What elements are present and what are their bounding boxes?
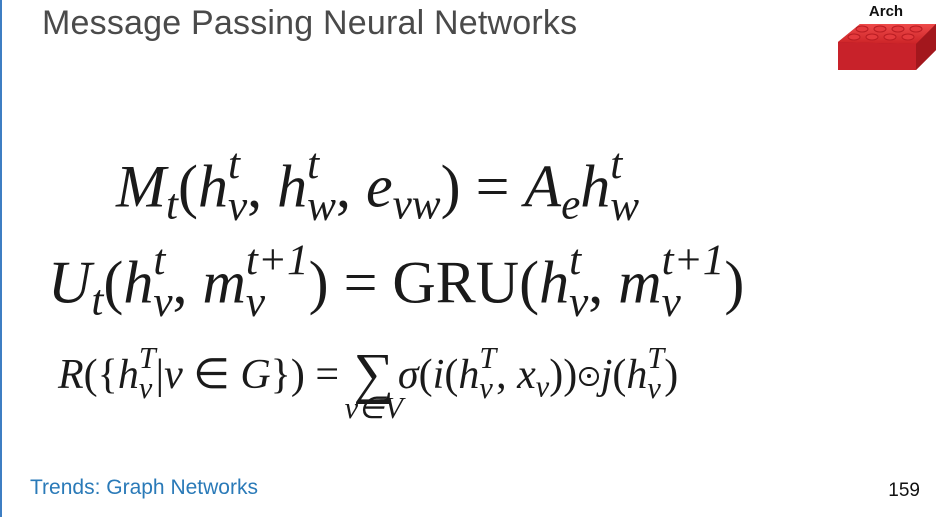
eq1-h2: h	[277, 153, 308, 220]
badge-label: Arch	[868, 3, 904, 20]
eq2-open2: (	[519, 249, 540, 316]
page-number: 159	[888, 480, 920, 501]
eq3-open: ({	[83, 351, 118, 398]
eq1-comma2: ,	[335, 153, 366, 220]
eq2-comma2: ,	[588, 249, 619, 316]
eq1-h1-sup: t	[227, 141, 240, 188]
eq3-sigma: σ	[397, 351, 419, 398]
eq1-h3-sup: t	[610, 141, 623, 188]
eq1-h3-sub: w	[610, 183, 640, 231]
eq1-e: e	[365, 153, 393, 220]
eq3-h-sub: v	[138, 370, 153, 405]
eq2-h: h	[123, 249, 154, 316]
eq2-m: m	[202, 249, 246, 316]
eq2-U: U	[48, 249, 92, 316]
eq1-t: t	[165, 181, 178, 229]
hadamard-product-icon	[579, 366, 599, 386]
eq3-open4: (	[612, 351, 627, 398]
slide-title: Message Passing Neural Networks	[42, 4, 578, 42]
eq1-close: )	[440, 153, 461, 220]
eq2-m2-sup: t+1	[661, 237, 725, 284]
eq3-h3: h	[626, 351, 648, 398]
eq3-x: x	[517, 351, 536, 398]
eq3-h-sup: T	[138, 341, 156, 375]
eq2-m-sup: t+1	[245, 237, 309, 284]
eq2-m-sub: v	[245, 279, 266, 327]
eq3-sum-symbol: ∑	[353, 342, 394, 406]
eq1-comma1: ,	[247, 153, 278, 220]
eq3-open3: (	[444, 351, 459, 398]
eq3-h3-sup: T	[647, 341, 665, 375]
lego-brick-icon	[838, 24, 936, 70]
eq3-G: G	[240, 351, 271, 398]
arch-badge: Arch	[834, 0, 938, 78]
eq2-open: (	[103, 249, 124, 316]
eq2-m2-sub: v	[661, 279, 681, 327]
eq3-comma: ,	[496, 351, 518, 398]
eq1-A: A	[524, 153, 562, 220]
eq2-h-sup: t	[153, 237, 166, 284]
eq1-A-sub: e	[561, 181, 581, 229]
eq2-h-sub: v	[153, 279, 173, 327]
footer-section-link[interactable]: Trends: Graph Networks	[30, 476, 258, 499]
eq2-close: )	[308, 249, 329, 316]
eq2-h2-sub: v	[569, 279, 589, 327]
eq3-i: i	[432, 351, 445, 398]
eq1-e-sub: vw	[392, 181, 441, 229]
eq3-close4: )	[664, 351, 679, 398]
eq3-in: ∈	[182, 351, 241, 398]
eq3-h2-sup: T	[479, 341, 497, 375]
eq1-h2-sub: w	[307, 183, 336, 231]
eq1-h2-sup: t	[307, 141, 320, 188]
eq2-m2: m	[618, 249, 662, 316]
eq3-h: h	[117, 351, 139, 398]
eq3-sum-subscript: v∈V	[344, 391, 403, 425]
eq3-j: j	[600, 351, 613, 398]
eq1-h1-sub: v	[227, 183, 248, 231]
eq3-equals: =	[304, 351, 350, 398]
eq3-close3: ))	[549, 351, 578, 398]
eq2-h2: h	[539, 249, 570, 316]
eq2-t: t	[91, 277, 104, 325]
eq3-bar: |	[155, 351, 165, 398]
eq3-close: })	[270, 351, 305, 398]
eq1-open: (	[177, 153, 198, 220]
eq3-h2-sub: v	[479, 370, 493, 405]
eq2-comma1: ,	[172, 249, 203, 316]
eq2-gru: GRU	[392, 249, 520, 316]
eq3-open2: (	[418, 351, 433, 398]
eq3-h3-sub: v	[647, 370, 661, 405]
eq2-h2-sup: t	[569, 237, 582, 284]
eq3-R: R	[58, 351, 84, 398]
eq1-h1: h	[197, 153, 228, 220]
eq3-v: v	[164, 351, 183, 398]
slide-left-border	[0, 0, 2, 517]
eq3-x-sub: v	[535, 369, 550, 404]
eq1-h3: h	[580, 153, 611, 220]
eq3-summation: ∑v∈V	[345, 342, 403, 423]
eq2-close2: )	[724, 249, 745, 316]
eq3-h2: h	[458, 351, 480, 398]
eq2-equals: =	[328, 249, 393, 316]
eq1-equals: =	[460, 153, 525, 220]
eq1-M: M	[116, 153, 166, 220]
